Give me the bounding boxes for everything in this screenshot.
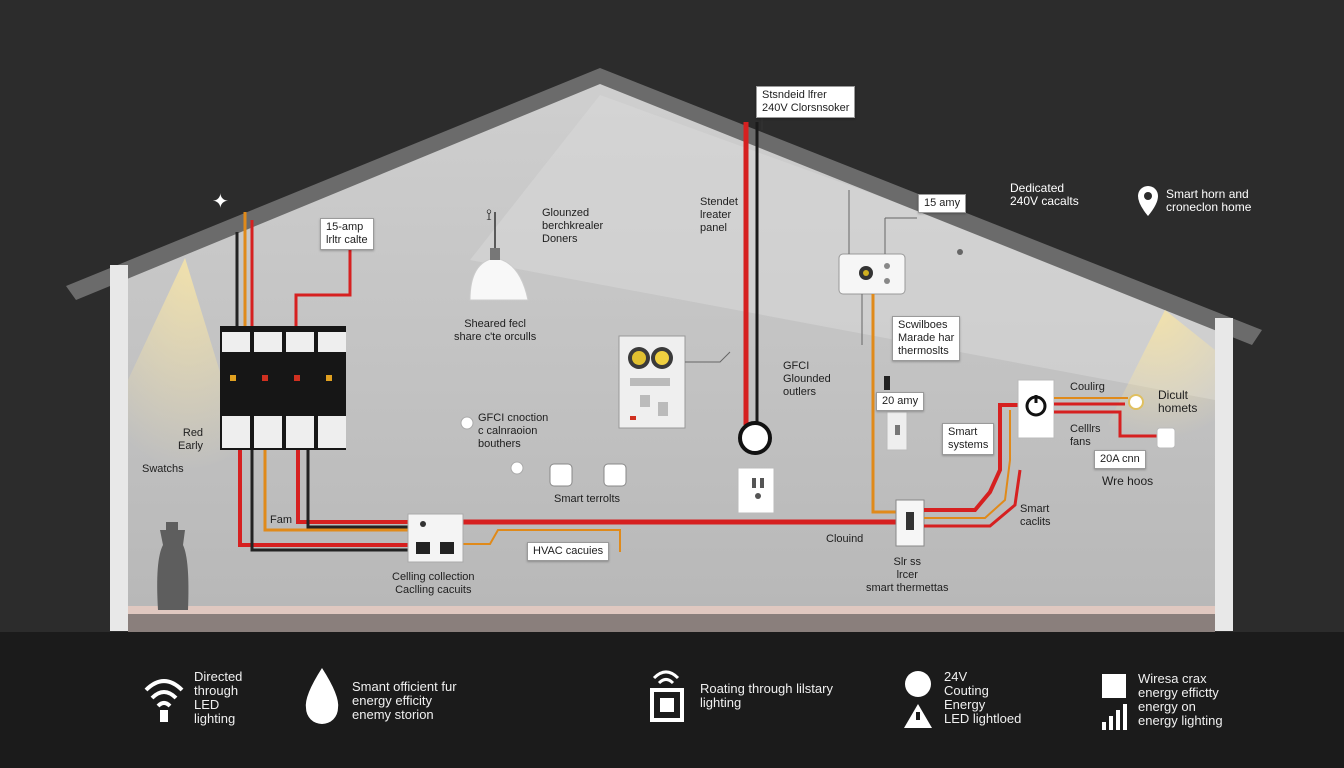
label-hvac-circuits: HVAC cacuies [527, 542, 610, 561]
label-fifteen-amp: 15 amy [918, 194, 967, 213]
smart-fan-icon [603, 463, 627, 487]
label-gfci-combination: GFCI cnoction c calnraoion bouthers [478, 412, 549, 450]
label-wire-hoos: Wre hoos [1102, 474, 1154, 488]
wifi-icon [144, 679, 184, 722]
label-red-early: Red Early [178, 427, 204, 452]
vase [157, 530, 189, 610]
smart-sensor-icon [549, 463, 573, 487]
label-switches-thermostats: Scwilboes Marade har thermoslts [892, 316, 961, 361]
thermostat-device [838, 253, 906, 295]
breaker-panel [220, 326, 346, 450]
house-diagram-svg: ✦ ⟟ [66, 68, 1262, 632]
circle-warning-icon [904, 671, 932, 728]
antenna-icon: ⟟ [486, 205, 492, 224]
label-standard-breaker-panel: Stendet lreater panel [700, 196, 738, 234]
label-ceiling-collection: Celling collection Caclling cacuits [392, 571, 475, 596]
floor [128, 606, 1215, 614]
center-outlet [737, 467, 775, 514]
legend-item-2: Smant officient fur energy efficity enem… [300, 666, 457, 726]
label-shared-circuits: Sheared fecl share c'te orculls [454, 318, 537, 343]
label-smart-thermostats: Slr ss lrcer smart thermettas [866, 556, 949, 594]
label-smart-circuits: Smart caclits [1020, 503, 1051, 528]
right-wall [1215, 318, 1233, 631]
label-circuit-homets: Dicult homets [1158, 388, 1198, 415]
map-pin-icon [1138, 186, 1158, 216]
label-smart-terrolls: Smart terrolts [554, 493, 621, 505]
legend-text-4: 24V Couting Energy LED lightloed [944, 669, 1022, 726]
sparkle-icon: ✦ [212, 189, 229, 213]
duplex-outlet-left [407, 513, 464, 563]
label-ceiling: Coulirg [1070, 381, 1105, 393]
label-grounded-breaker: Glounzed berchkrealer Doners [542, 207, 604, 245]
small-plug-dot [460, 416, 474, 430]
water-drop-icon [305, 668, 339, 724]
label-smart-systems: Smart systems [942, 423, 995, 455]
label-smart-home: Smart horn and croneclon home [1166, 187, 1252, 214]
legend-bar: Directed through LED lighting Smant offi… [0, 632, 1344, 768]
switch-plate [895, 499, 925, 547]
legend-text-2: Smant officient fur energy efficity enem… [352, 679, 457, 722]
legend-item-4: 24V Couting Energy LED lightloed [900, 670, 1021, 732]
legend-item-5: Wiresa crax energy effictty energy on en… [1100, 672, 1223, 732]
legend-item-3: Roating through lilstary lighting [648, 666, 833, 722]
label-top-callout: Stsndeid lfrer 240V Clorsnsoker [756, 86, 856, 118]
label-twenty-amp-2: 20A cnn [1094, 450, 1146, 469]
signal-bars-icon [1102, 674, 1127, 730]
label-dedicated: Dedicated 240V cacalts [1010, 181, 1079, 208]
round-junction-device [738, 421, 772, 455]
legend-item-1: Directed through LED lighting [142, 670, 242, 726]
label-fifteen-amp-outlet: 15-amp lrltr calte [320, 218, 374, 250]
label-gfci-grounded: GFCI Glounded outlers [783, 360, 831, 398]
right-lamp-glow [1100, 310, 1215, 440]
label-twenty-amp: 20 amy [876, 392, 925, 411]
left-wall [110, 265, 128, 631]
label-clouind: Clouind [826, 533, 864, 545]
label-switches: Swatchs [142, 463, 184, 475]
meter-panel [618, 335, 686, 429]
ceiling-device [1017, 379, 1055, 439]
label-ceiling-fans: Celllrs fans [1070, 423, 1101, 448]
wifi-box-icon [650, 670, 684, 722]
label-fam: Fam [270, 514, 292, 526]
left-lamp-glow [128, 258, 250, 470]
legend-text-1: Directed through LED lighting [194, 669, 243, 726]
legend-text-3: Roating through lilstary lighting [700, 681, 833, 710]
legend-text-5: Wiresa crax energy effictty energy on en… [1138, 671, 1223, 728]
